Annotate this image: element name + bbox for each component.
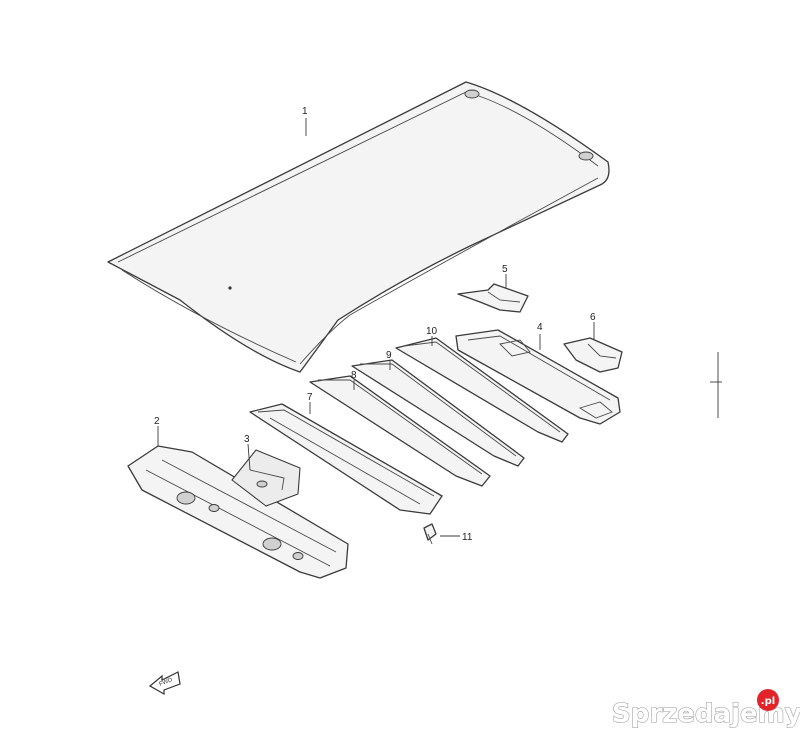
front-arrow-label: FWD [159, 677, 175, 688]
bracket-6 [563, 337, 623, 373]
reinforcement-3 [231, 449, 301, 507]
callout-1: 1 [302, 106, 308, 117]
front-panel-2 [127, 445, 349, 579]
watermark: Sprzedajemy .pl [611, 689, 800, 730]
callout-9: 9 [386, 350, 392, 361]
leader-lines [157, 118, 722, 537]
watermark-badge-text: .pl [761, 696, 775, 707]
callout-10: 10 [426, 326, 438, 337]
rear-header-4 [455, 329, 621, 425]
callout-8: 8 [351, 370, 357, 381]
front-header-7 [249, 403, 443, 515]
callout-6: 6 [590, 312, 596, 323]
roof-bow-10 [395, 337, 569, 443]
roof-panel [107, 81, 610, 373]
front-arrow-icon: FWD [148, 671, 181, 696]
callout-11: 11 [462, 532, 473, 543]
callout-5: 5 [502, 264, 508, 275]
roof-bow-9 [351, 359, 525, 467]
callout-labels: 1 2 3 4 5 6 7 8 9 10 11 [154, 106, 596, 543]
watermark-badge [757, 689, 779, 711]
callout-3: 3 [244, 434, 250, 445]
bracket-5 [457, 283, 529, 313]
roof-bow-8 [309, 375, 491, 487]
bolt-11 [423, 523, 437, 545]
callout-2: 2 [154, 416, 160, 427]
callout-7: 7 [307, 392, 313, 403]
callout-4: 4 [537, 322, 543, 333]
